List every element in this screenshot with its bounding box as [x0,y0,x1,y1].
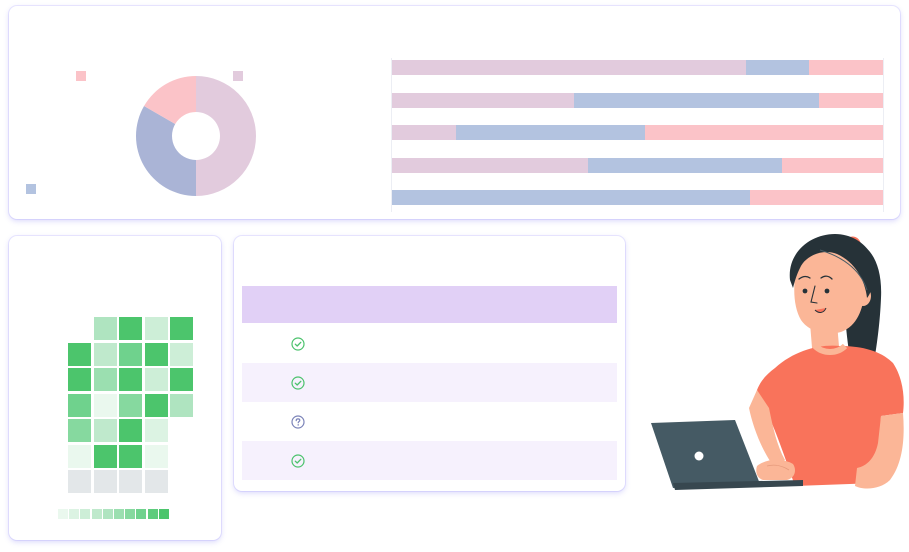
bar-segment-blue [392,190,751,205]
bar-segment-pink [782,158,883,173]
heatmap-scale-swatch [147,509,158,519]
heatmap-scale-swatch [136,509,147,519]
heatmap-cell[interactable] [68,368,91,391]
heatmap-cell[interactable] [119,393,142,417]
table-row[interactable] [242,402,617,441]
bar-segment-pink [819,93,883,108]
bar-segment-pink [809,60,883,75]
laptop [651,420,760,488]
shirt [757,345,904,486]
heatmap-cell[interactable] [68,444,91,468]
hair [789,234,877,298]
donut-slice-pink[interactable] [144,76,196,124]
legend-swatch-mauve [233,71,243,81]
heatmap-cell[interactable] [119,368,142,391]
heatmap-card [9,236,221,540]
check-circle-icon [291,376,305,390]
check-circle-icon [291,337,305,351]
stacked-bar-row-5[interactable] [392,190,883,205]
heatmap-scale-swatch [114,509,124,519]
heatmap-scale-swatch [69,509,80,519]
heatmap-scale-swatch [58,509,68,519]
heatmap-cell[interactable] [93,342,117,366]
heatmap-cell[interactable] [68,470,91,493]
face [794,243,866,334]
table-row[interactable] [242,441,617,480]
heatmap-cell[interactable] [93,368,117,391]
status-table-card [234,236,625,491]
stacked-bar-row-4[interactable] [392,158,883,173]
heatmap-scale-swatch [80,509,91,519]
heatmap-cell[interactable] [93,317,117,340]
heatmap-cell[interactable] [144,393,168,417]
heatmap-cell[interactable] [170,393,193,417]
heatmap-scale-swatch [125,509,136,519]
heatmap-scale-swatch [158,509,169,519]
heatmap-cell[interactable] [119,419,142,442]
heatmap-cell[interactable] [68,419,91,442]
heatmap-scale-swatch [102,509,113,519]
donut-slice-mauve[interactable] [196,76,256,196]
heatmap-cell[interactable] [93,444,117,468]
heatmap-scale-swatch [91,509,102,519]
heatmap-cell[interactable] [119,470,142,493]
heatmap-cell[interactable] [68,393,91,417]
table-header [242,286,617,323]
legend-swatch-pink [76,71,86,81]
bar-segment-mauve [392,93,574,108]
stacked-bar-row-1[interactable] [392,60,883,75]
question-circle-icon [291,415,305,429]
table-row[interactable] [242,363,617,402]
donut-slice-blue[interactable] [136,106,196,196]
overview-chart-card [9,6,900,219]
bar-segment-mauve [392,125,456,140]
heatmap-cell[interactable] [144,470,168,493]
check-circle-icon [291,454,305,468]
heatmap-cell[interactable] [170,342,193,366]
table-row[interactable] [242,324,617,363]
bar-segment-pink [750,190,883,205]
heatmap-cell[interactable] [119,317,142,340]
stacked-bar-row-2[interactable] [392,93,883,108]
heatmap-cell[interactable] [144,419,168,442]
bar-segment-blue [455,125,645,140]
bar-segment-blue [745,60,810,75]
woman-with-laptop-illustration [651,234,904,490]
heatmap-cell[interactable] [144,317,168,340]
donut-chart [136,76,256,196]
bar-segment-blue [588,158,783,173]
bar-segment-blue [573,93,820,108]
heatmap-cell[interactable] [119,342,142,366]
laptop-logo [694,451,704,461]
heatmap-cell[interactable] [170,368,193,391]
heatmap-cell[interactable] [144,368,168,391]
bar-chart-frame [391,58,884,212]
stacked-bar-row-3[interactable] [392,125,883,140]
heatmap-cell[interactable] [93,470,117,493]
heatmap-cell[interactable] [93,393,117,417]
heatmap-cell[interactable] [170,317,193,340]
heatmap-cell[interactable] [119,444,142,468]
heatmap-cell[interactable] [68,342,91,366]
bar-segment-pink [644,125,883,140]
heatmap-cell[interactable] [93,419,117,442]
legend-swatch-blue [26,184,36,194]
heatmap-cell[interactable] [144,342,168,366]
bar-segment-mauve [392,158,589,173]
bar-segment-mauve [392,60,746,75]
heatmap-cell[interactable] [144,444,168,468]
